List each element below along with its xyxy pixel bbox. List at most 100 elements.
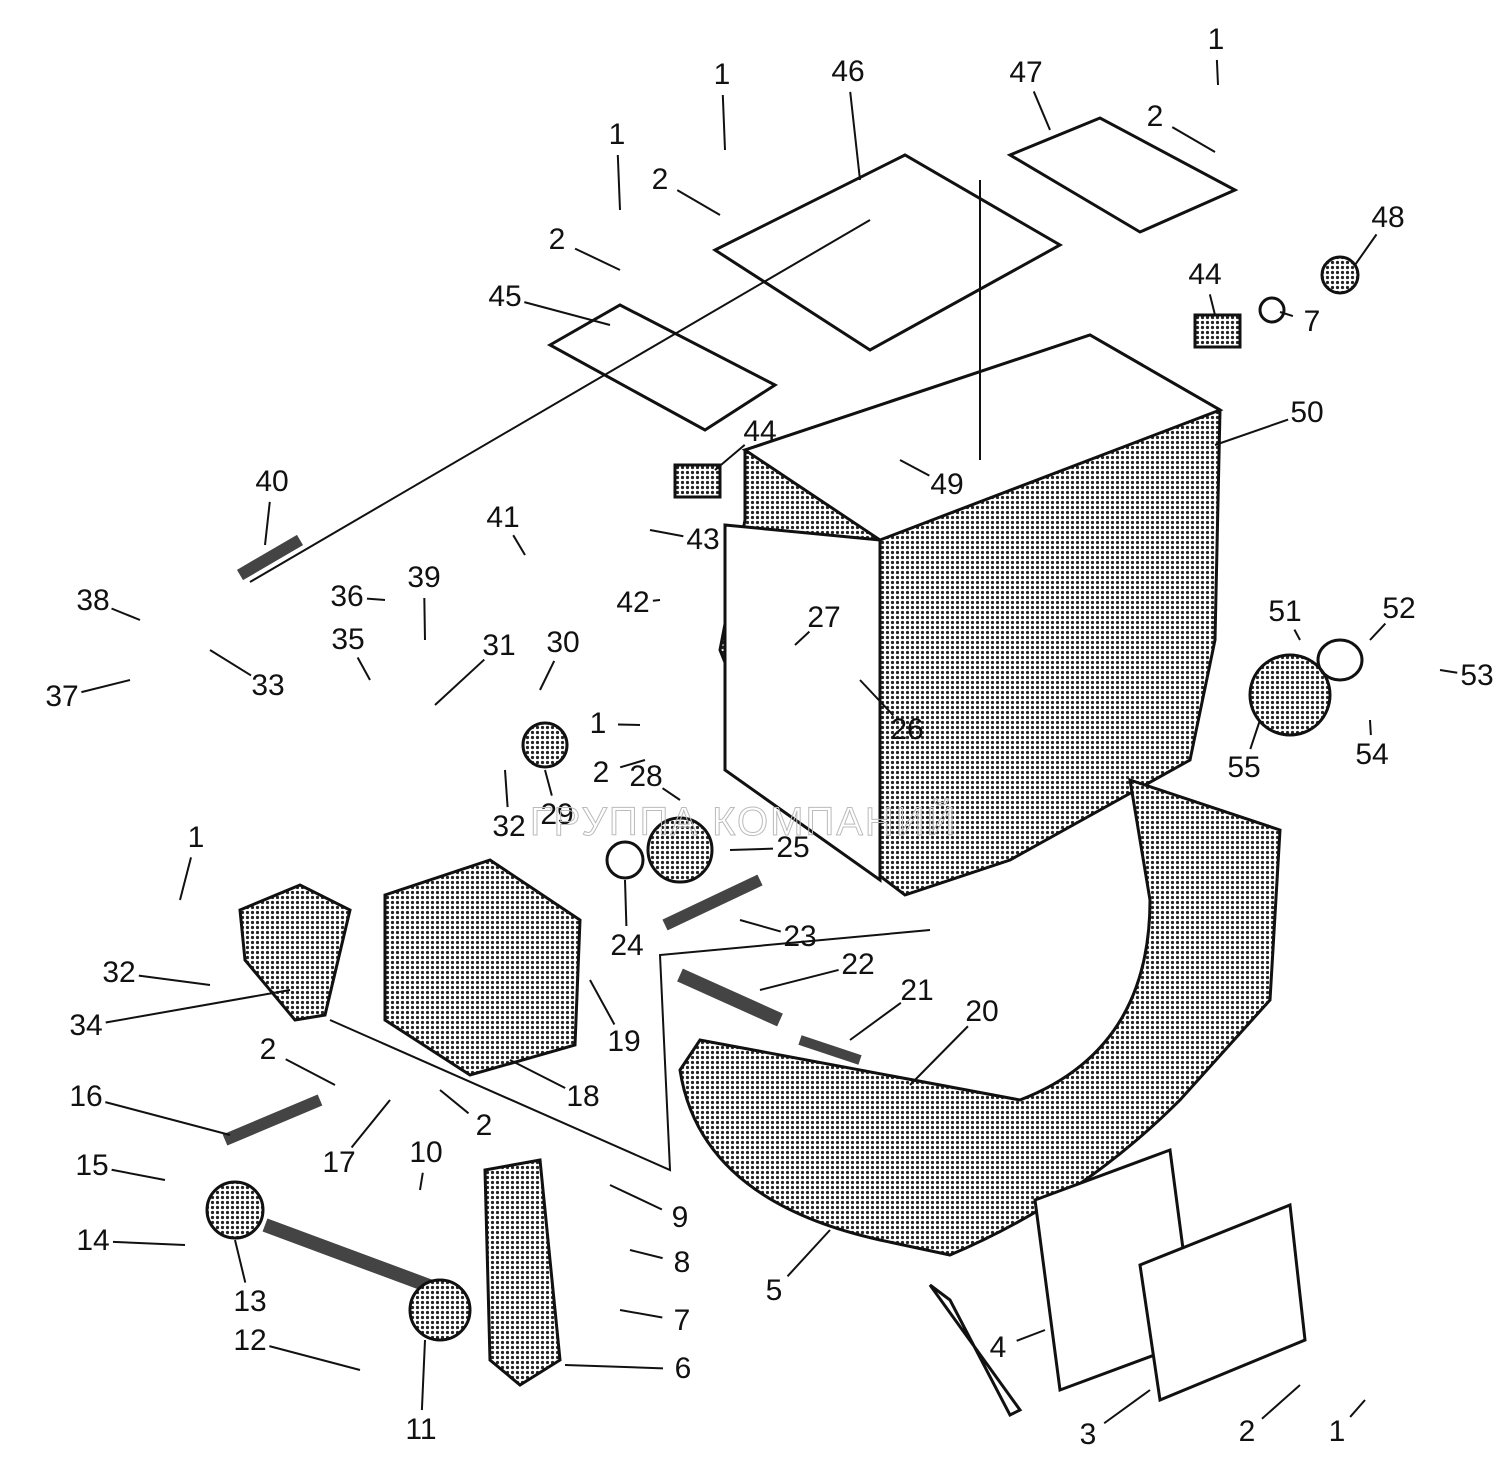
callout-label-2: 2 [1146, 100, 1164, 133]
leader-line-54 [1369, 719, 1372, 736]
callout-label-37: 37 [45, 680, 79, 713]
leader-line-42 [652, 599, 661, 602]
cover-plate-47 [1006, 116, 1239, 234]
cover-plate-3 [1138, 1202, 1307, 1403]
leader-line-2 [285, 1058, 336, 1086]
leader-line-22 [759, 968, 839, 991]
leader-line-32 [138, 974, 211, 986]
leader-line-17 [350, 1099, 391, 1149]
leader-line-15 [111, 1168, 166, 1181]
leader-line-33 [209, 649, 252, 677]
callout-label-31: 31 [482, 629, 516, 662]
cap-52 [1316, 638, 1364, 682]
leader-line-1 [721, 94, 726, 151]
leader-line-18 [509, 1059, 566, 1089]
callout-label-25: 25 [776, 831, 810, 864]
callout-label-49: 49 [930, 468, 964, 501]
callout-label-1: 1 [1328, 1415, 1346, 1448]
leader-line-48 [1354, 233, 1378, 266]
clevis-11 [408, 1278, 472, 1342]
nut-48 [1320, 255, 1360, 295]
leader-line-31 [434, 658, 485, 706]
callout-label-12: 12 [233, 1324, 267, 1357]
callout-label-2: 2 [475, 1109, 493, 1142]
leader-line-9 [609, 1184, 663, 1211]
leader-line-35 [356, 657, 371, 681]
callout-label-50: 50 [1290, 396, 1324, 429]
bearing-25 [646, 816, 714, 884]
nut-13 [205, 1180, 265, 1240]
leader-line-55 [1249, 719, 1261, 750]
leader-line-27 [794, 630, 811, 646]
leader-line-7 [619, 1309, 663, 1319]
leader-line-41 [512, 534, 526, 556]
leader-line-11 [420, 1339, 426, 1411]
leader-line-12 [269, 1345, 361, 1371]
housing-top [741, 333, 1224, 542]
callout-label-23: 23 [783, 920, 817, 953]
callout-label-34: 34 [69, 1009, 103, 1042]
callout-label-47: 47 [1009, 56, 1043, 89]
leader-line-37 [81, 679, 131, 694]
callout-label-43: 43 [686, 523, 720, 556]
leader-line-16 [105, 1101, 231, 1136]
leader-line-26 [859, 679, 895, 717]
callout-label-54: 54 [1355, 738, 1389, 771]
leader-line-32 [504, 769, 509, 808]
leader-line-38 [111, 607, 141, 621]
leader-line-14 [112, 1240, 186, 1246]
callout-label-2: 2 [651, 163, 669, 196]
callout-label-10: 10 [409, 1136, 443, 1169]
leader-line-1 [179, 857, 192, 901]
seal-24 [605, 840, 645, 880]
callout-label-22: 22 [841, 948, 875, 981]
leader-line-13 [234, 1239, 247, 1283]
arrow [928, 1283, 1023, 1418]
pump-body-18 [383, 858, 582, 1077]
watermark: ГРУППА КОМПАНИЙ [529, 800, 958, 845]
leader-line-19 [589, 979, 616, 1025]
callout-label-21: 21 [900, 974, 934, 1007]
callout-label-18: 18 [566, 1080, 600, 1113]
leader-line-45 [524, 301, 611, 326]
callout-label-51: 51 [1268, 595, 1302, 628]
bell-housing [678, 777, 1282, 1257]
leader-line-29 [544, 769, 553, 796]
leader-line-2 [574, 247, 621, 271]
callout-label-41: 41 [486, 501, 520, 534]
callout-label-45: 45 [488, 280, 522, 313]
cover-plate-45 [546, 303, 778, 432]
housing-front-upper [723, 523, 882, 883]
callout-label-9: 9 [671, 1201, 689, 1234]
leader-line-28 [662, 787, 681, 801]
callout-label-38: 38 [76, 584, 110, 617]
leader-line-7 [1279, 311, 1294, 317]
callout-label-26: 26 [890, 713, 924, 746]
callout-label-6: 6 [674, 1352, 692, 1385]
leader-line-2 [619, 759, 646, 769]
callout-label-19: 19 [607, 1025, 641, 1058]
leader-line-1 [1215, 59, 1219, 86]
callout-label-11: 11 [405, 1413, 437, 1446]
flange-51 [1248, 653, 1332, 737]
callout-label-42: 42 [616, 586, 650, 619]
callout-label-40: 40 [255, 465, 289, 498]
callout-label-16: 16 [69, 1080, 103, 1113]
leader-line-20 [909, 1025, 969, 1086]
callout-label-32: 32 [102, 956, 136, 989]
callout-label-33: 33 [251, 669, 285, 702]
callout-label-1: 1 [1207, 23, 1225, 56]
callout-label-44: 44 [743, 415, 777, 448]
callout-label-1: 1 [608, 118, 626, 151]
bearing-29 [521, 721, 569, 769]
leader-line-3 [1103, 1389, 1151, 1425]
callout-label-2: 2 [1238, 1415, 1256, 1448]
leader-line-47 [1032, 91, 1051, 131]
callout-label-48: 48 [1371, 201, 1405, 234]
washer-7 [1258, 296, 1286, 324]
callout-label-7: 7 [673, 1304, 691, 1337]
leader-line-25 [729, 847, 774, 851]
callout-label-53: 53 [1460, 659, 1494, 692]
leader-line-1 [1349, 1399, 1366, 1418]
